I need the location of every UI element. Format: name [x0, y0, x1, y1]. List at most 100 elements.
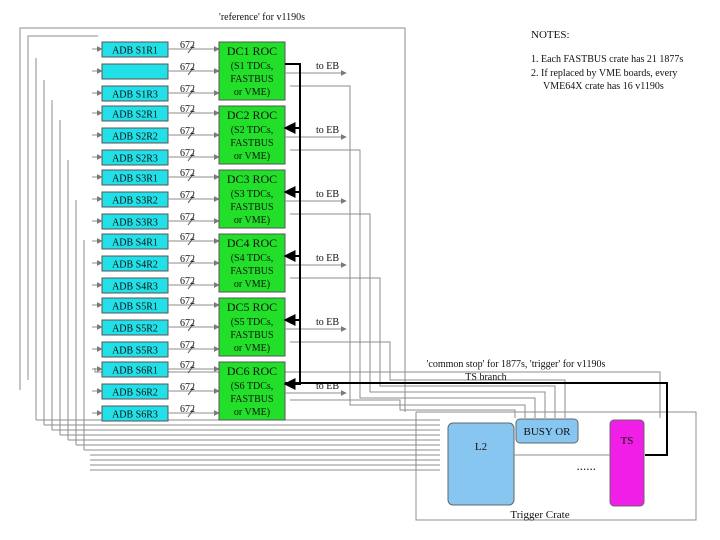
bus-slash — [187, 216, 195, 226]
channel-count: 672 — [180, 254, 195, 265]
notes-title: NOTES: — [531, 29, 570, 41]
bus-slash — [187, 44, 195, 54]
roc-title: DC1 ROC — [227, 44, 277, 58]
channel-count: 672 — [180, 360, 195, 371]
roc-bus: FASTBUS — [230, 138, 273, 149]
adb-label: ADB S6R1 — [112, 366, 158, 377]
roc-subtitle: (S4 TDCs, — [231, 253, 274, 264]
bus-slash — [187, 88, 195, 98]
channel-count: 672 — [180, 190, 195, 201]
to-eb-label: to EB — [316, 317, 339, 328]
roc-title: DC5 ROC — [227, 300, 277, 314]
roc-vme: or VME) — [234, 151, 270, 162]
roc-bus: FASTBUS — [230, 266, 273, 277]
bus-slash — [187, 280, 195, 290]
bus-slash — [187, 172, 195, 182]
channel-count: 672 — [180, 404, 195, 415]
roc-box — [218, 105, 286, 165]
l2-label: L2 — [475, 441, 487, 453]
ts-daisy-chain — [283, 191, 301, 262]
to-eb-label: to EB — [316, 61, 339, 72]
ts-label: TS — [621, 435, 634, 447]
adb-label: ADB S4R3 — [112, 282, 158, 293]
bus-slash — [187, 322, 195, 332]
bus-slash — [187, 364, 195, 374]
roc-bus: FASTBUS — [230, 74, 273, 85]
roc-title: DC3 ROC — [227, 172, 277, 186]
roc-title: DC6 ROC — [227, 364, 277, 378]
channel-count: 672 — [180, 340, 195, 351]
adb-label: ADB S1R1 — [112, 46, 158, 57]
roc-subtitle: (S5 TDCs, — [231, 317, 274, 328]
roc-subtitle: (S1 TDCs, — [231, 61, 274, 72]
channel-count: 672 — [180, 84, 195, 95]
adb-label: ADB S4R2 — [112, 260, 158, 271]
channel-count: 672 — [180, 382, 195, 393]
roc-vme: or VME) — [234, 407, 270, 418]
adb-label: ADB S3R1 — [112, 174, 158, 185]
channel-count: 672 — [180, 296, 195, 307]
adb-label: ADB S2R1 — [112, 110, 158, 121]
roc-vme: or VME) — [234, 87, 270, 98]
adb-label: ADB S6R3 — [112, 410, 158, 421]
bus-slash — [187, 236, 195, 246]
ts-branch-line — [285, 382, 668, 456]
note-3: VME64X crate has 16 v1190s — [543, 81, 664, 92]
channel-count: 672 — [180, 148, 195, 159]
adb-label: ADB S1R3 — [112, 90, 158, 101]
roc-title: DC2 ROC — [227, 108, 277, 122]
adb-label: ADB S3R2 — [112, 196, 158, 207]
busy-or-label: BUSY OR — [524, 426, 572, 438]
adb-label: ADB S2R2 — [112, 132, 158, 143]
roc-bus: FASTBUS — [230, 202, 273, 213]
roc-bus: FASTBUS — [230, 330, 273, 341]
bus-slash — [187, 258, 195, 268]
bus-slash — [187, 300, 195, 310]
common-stop-label: 'common stop' for 1877s, 'trigger' for v… — [427, 359, 606, 370]
channel-count: 672 — [180, 62, 195, 73]
adb-label: ADB S5R1 — [112, 302, 158, 313]
adb-label: ADB S4R1 — [112, 238, 158, 249]
roc-subtitle: (S6 TDCs, — [231, 381, 274, 392]
ts-daisy-chain — [283, 319, 301, 390]
roc-box — [218, 233, 286, 293]
ts-daisy-chain — [283, 63, 301, 134]
roc-title: DC4 ROC — [227, 236, 277, 250]
roc-box — [218, 41, 286, 101]
channel-count: 672 — [180, 212, 195, 223]
adb-label: ADB S3R3 — [112, 218, 158, 229]
bus-slash — [187, 152, 195, 162]
to-eb-label: to EB — [316, 125, 339, 136]
roc-vme: or VME) — [234, 215, 270, 226]
note-2: 2. If replaced by VME boards, every — [531, 68, 677, 79]
channel-count: 672 — [180, 232, 195, 243]
channel-count: 672 — [180, 318, 195, 329]
adb-label: ADB S5R3 — [112, 346, 158, 357]
channel-count: 672 — [180, 104, 195, 115]
to-eb-label: to EB — [316, 189, 339, 200]
roc-subtitle: (S3 TDCs, — [231, 189, 274, 200]
ts-box — [609, 419, 645, 507]
ts-daisy-chain — [283, 127, 301, 198]
bus-slash — [187, 344, 195, 354]
channel-count: 672 — [180, 40, 195, 51]
note-1: 1. Each FASTBUS crate has 21 1877s — [531, 54, 683, 65]
bus-slash — [187, 386, 195, 396]
roc-vme: or VME) — [234, 279, 270, 290]
adb-label: ADB S5R2 — [112, 324, 158, 335]
roc-box — [218, 169, 286, 229]
bus-slash — [187, 108, 195, 118]
bus-slash — [187, 408, 195, 418]
bus-slash — [187, 130, 195, 140]
to-eb-label: to EB — [316, 253, 339, 264]
roc-vme: or VME) — [234, 343, 270, 354]
ts-branch-label: TS branch — [465, 372, 506, 383]
roc-bus: FASTBUS — [230, 394, 273, 405]
ellipsis: ...... — [577, 458, 597, 473]
l2-box — [447, 422, 515, 506]
roc-box — [218, 297, 286, 357]
reference-label: 'reference' for v1190s — [219, 12, 305, 23]
roc-subtitle: (S2 TDCs, — [231, 125, 274, 136]
channel-count: 672 — [180, 276, 195, 287]
